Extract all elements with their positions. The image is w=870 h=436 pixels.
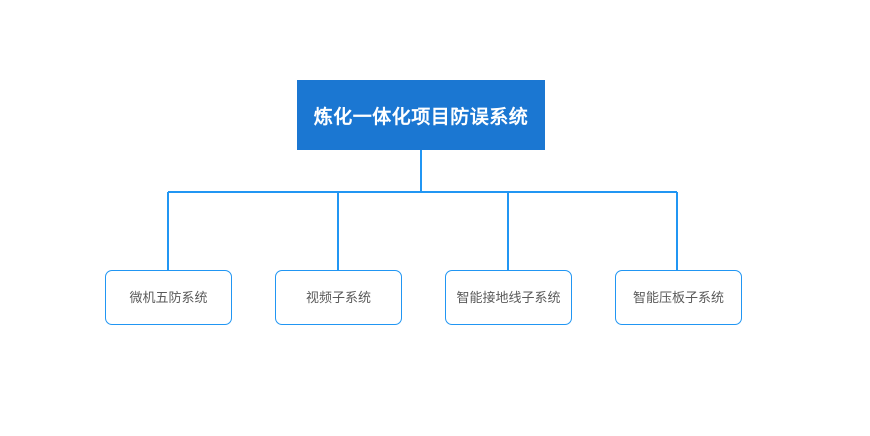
child-node-shipin[interactable]: 视频子系统 xyxy=(275,270,402,325)
child-node-zhineng-jiedixian[interactable]: 智能接地线子系统 xyxy=(445,270,572,325)
child-node-label: 智能压板子系统 xyxy=(632,289,724,305)
child-node-label: 智能接地线子系统 xyxy=(456,289,561,305)
child-node-zhineng-yaban[interactable]: 智能压板子系统 xyxy=(615,270,742,325)
root-node-label: 炼化一体化项目防误系统 xyxy=(313,106,529,128)
child-node-label: 视频子系统 xyxy=(305,289,371,305)
child-node-label: 微机五防系统 xyxy=(129,289,208,305)
child-node-weiji-wufang[interactable]: 微机五防系统 xyxy=(105,270,232,325)
root-node[interactable]: 炼化一体化项目防误系统 xyxy=(297,80,545,150)
